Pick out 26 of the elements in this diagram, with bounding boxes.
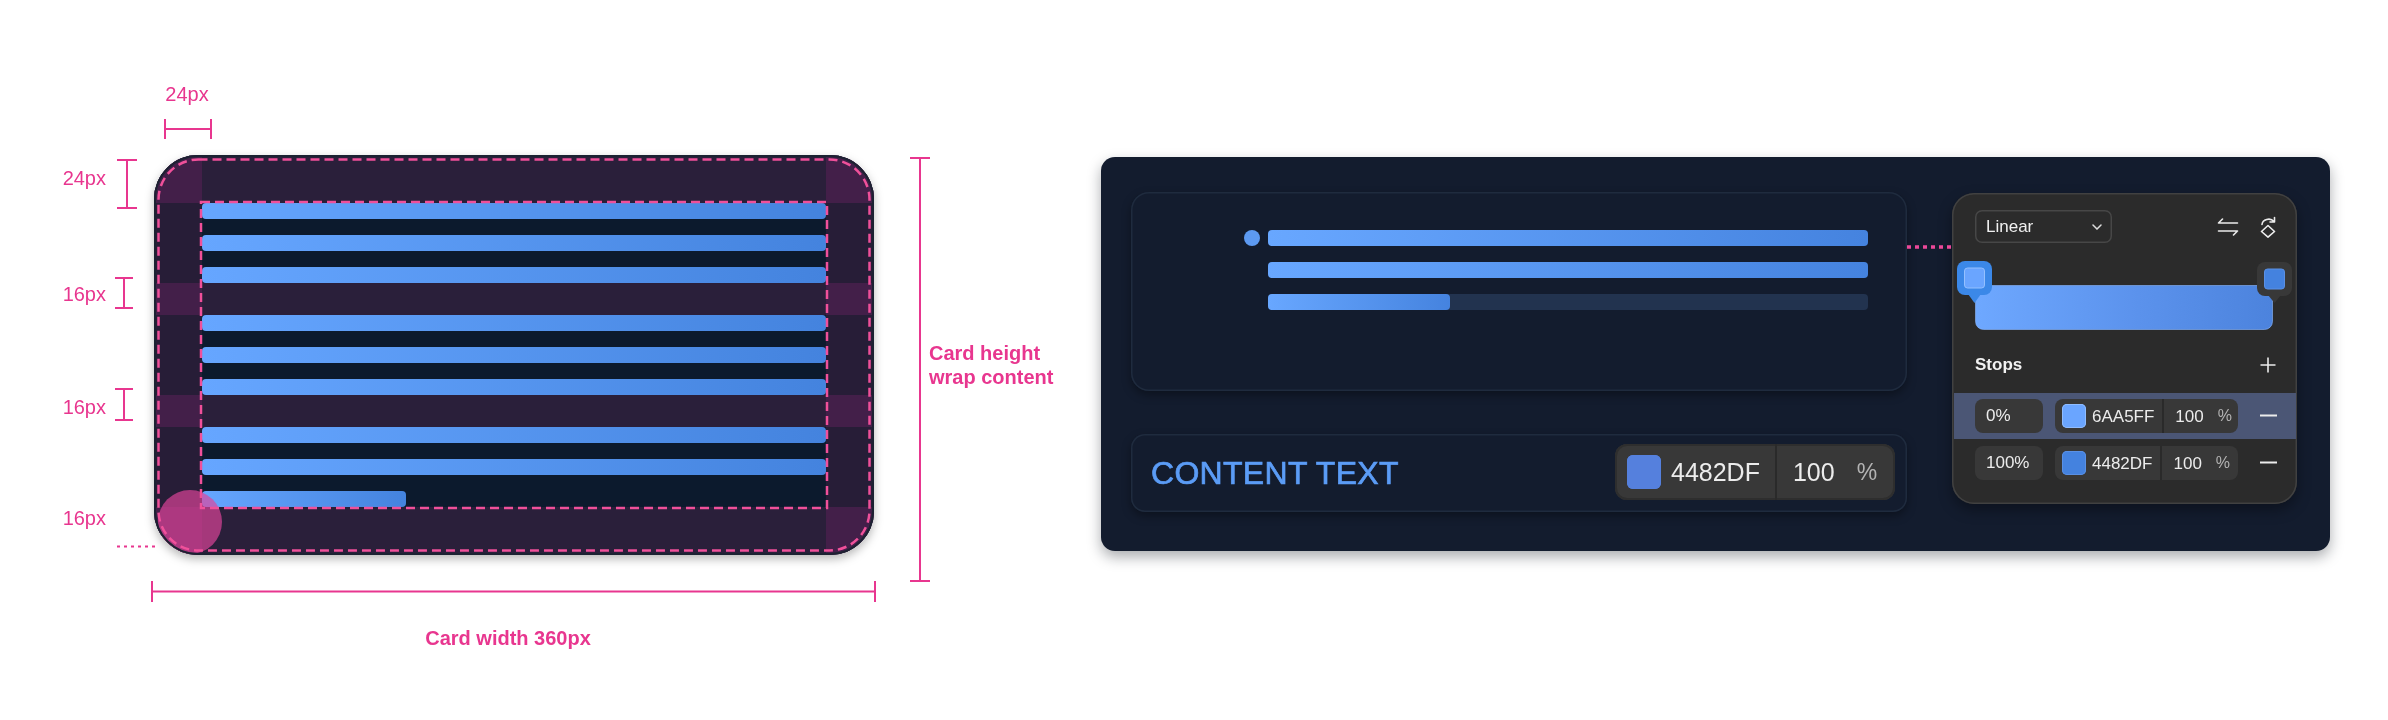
gradient-settings-panel xyxy=(1952,193,2297,504)
stop-position-field: 0% xyxy=(1975,399,2043,433)
hex-value: 4482DF xyxy=(2092,452,2153,474)
dimension-label: 24px xyxy=(165,82,209,106)
content-text-row xyxy=(1131,434,1907,512)
stop-position-field: 100% xyxy=(1975,446,2043,480)
hex-value: 6AA5FF xyxy=(2092,405,2155,427)
gradient-type-dropdown: Linear xyxy=(1975,210,2112,243)
dotted-connector xyxy=(1907,245,1952,249)
opacity-value: 100 xyxy=(2175,405,2204,427)
preview-card xyxy=(1131,192,1907,391)
row-title: CONTENT TEXT xyxy=(1151,454,1399,492)
dimension-label: Card width 360px xyxy=(425,626,591,650)
dimension-label: 16px xyxy=(62,506,106,530)
section-heading: Stops xyxy=(1975,355,2023,375)
opacity-value: 100 xyxy=(2173,452,2202,474)
percent-unit: % xyxy=(2215,453,2231,473)
dimension-label: Card height wrap content xyxy=(929,341,1055,389)
percent-unit: % xyxy=(2217,406,2232,426)
dimension-label: 16px xyxy=(62,395,106,419)
dimension-label: 16px xyxy=(62,282,106,306)
percent-unit: % xyxy=(1856,458,1878,486)
app-panel xyxy=(1101,157,2330,551)
dimension-label: 24px xyxy=(62,166,106,190)
hex-value: 4482DF xyxy=(1671,457,1760,487)
opacity-value: 100 xyxy=(1792,457,1835,487)
